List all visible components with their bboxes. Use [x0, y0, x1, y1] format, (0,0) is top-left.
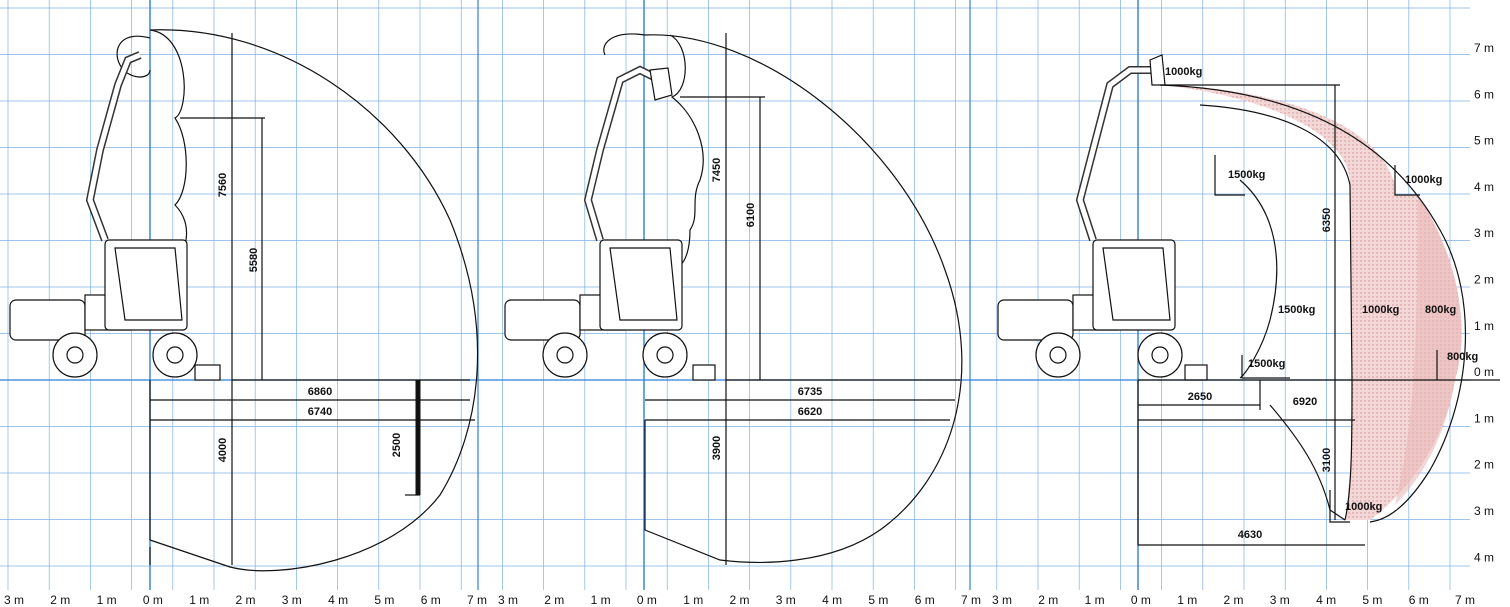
load-mid-right: 800kg	[1425, 304, 1456, 316]
dim-height-mid-1: 5580	[248, 248, 260, 272]
load-right-upper: 1000kg	[1405, 174, 1442, 186]
x-axis-label: 4 m	[328, 593, 348, 607]
dim-depth-side-1: 2500	[391, 433, 403, 457]
x-axis-label: 5 m	[868, 593, 888, 607]
x-axis-label: 3 m	[498, 593, 518, 607]
dim-depth-2: 3900	[711, 436, 723, 460]
x-axis-label: 0 m	[1131, 593, 1151, 607]
y-axis-labels: 7 m 6 m 5 m 4 m 3 m 2 m 1 m 0 m 1 m 2 m 3 m 4 m	[1474, 41, 1494, 564]
x-axis-label: 2 m	[1224, 593, 1244, 607]
x-axis-label: 2 m	[730, 593, 750, 607]
dim-reach-2-1: 6740	[308, 406, 332, 418]
x-axis-label: 0 m	[143, 593, 163, 607]
x-axis-label: 1 m	[591, 593, 611, 607]
x-axis-label: 7 m	[467, 593, 487, 607]
x-axis-label: 1 m	[1085, 593, 1105, 607]
y-axis-label: 5 m	[1474, 134, 1494, 148]
load-ground-left: 1500kg	[1248, 358, 1285, 370]
y-axis-label: 2 m	[1474, 458, 1494, 472]
y-axis-label: 7 m	[1474, 41, 1494, 55]
x-axis-label: 2 m	[236, 593, 256, 607]
excavator-1	[9, 51, 221, 381]
y-axis-label: 6 m	[1474, 87, 1494, 101]
x-axis-label: 7 m	[961, 593, 981, 607]
excavator-3	[997, 54, 1208, 381]
x-axis-label: 0 m	[637, 593, 657, 607]
x-axis-label: 5 m	[1362, 593, 1382, 607]
dim-height-3: 6350	[1321, 208, 1333, 232]
x-axis-label: 3 m	[1270, 593, 1290, 607]
x-axis-label: 6 m	[421, 593, 441, 607]
x-axis-label: 5 m	[374, 593, 394, 607]
load-ground-right: 800kg	[1447, 351, 1478, 363]
dim-reach-2-3: 6920	[1293, 396, 1317, 408]
x-axis-label: 4 m	[822, 593, 842, 607]
load-upper-left: 1500kg	[1228, 169, 1265, 181]
x-axis-label: 2 m	[1038, 593, 1058, 607]
y-axis-label: 4 m	[1474, 550, 1494, 564]
dim-depth-1: 4000	[217, 438, 229, 462]
x-axis-label: 2 m	[50, 593, 70, 607]
panel-1	[9, 29, 479, 572]
dim-reach-1-1: 6860	[308, 386, 332, 398]
dim-height-mid-2: 6100	[745, 203, 757, 227]
zone-800kg	[1395, 195, 1462, 505]
reach-envelope-2	[603, 33, 963, 563]
reach-envelope-1	[116, 29, 479, 572]
load-bottom: 1000kg	[1345, 501, 1382, 513]
x-axis-label: 1 m	[1177, 593, 1197, 607]
panel-3	[997, 54, 1500, 546]
y-axis-label: 3 m	[1474, 226, 1494, 240]
x-axis-label: 7 m	[1455, 593, 1475, 607]
dim-reach-2-2: 6620	[798, 406, 822, 418]
background-grid	[0, 0, 1470, 590]
y-axis-label: 3 m	[1474, 504, 1494, 518]
x-axis-label: 4 m	[1316, 593, 1336, 607]
dim-reach-1-2: 6735	[798, 386, 822, 398]
x-axis-label: 1 m	[189, 593, 209, 607]
y-axis-label: 1 m	[1474, 319, 1494, 333]
load-mid-left: 1500kg	[1278, 304, 1315, 316]
x-axis-label: 1 m	[97, 593, 117, 607]
load-top: 1000kg	[1165, 66, 1202, 78]
y-axis-label: 4 m	[1474, 180, 1494, 194]
x-axis-label: 3 m	[282, 593, 302, 607]
dim-reach-1-3: 2650	[1188, 391, 1212, 403]
dim-height-top-1: 7560	[217, 173, 229, 197]
x-axis-label: 6 m	[915, 593, 935, 607]
y-axis-label: 2 m	[1474, 273, 1494, 287]
dim-height-top-2: 7450	[711, 158, 723, 182]
y-axis-label: 0 m	[1474, 365, 1494, 379]
x-axis-label: 3 m	[4, 593, 24, 607]
x-axis-label: 3 m	[992, 593, 1012, 607]
dim-depth-3: 3100	[1321, 448, 1333, 472]
panel-2	[504, 33, 963, 565]
x-axis-label: 1 m	[683, 593, 703, 607]
x-axis-labels: 3 m 2 m 1 m 0 m 1 m 2 m 3 m 4 m 5 m 6 m 7 m 3 m 2 m 1…	[4, 593, 1475, 607]
zone-1000kg	[1160, 85, 1462, 520]
excavator-2	[504, 65, 716, 381]
x-axis-label: 6 m	[1409, 593, 1429, 607]
load-mid-center: 1000kg	[1362, 304, 1399, 316]
y-axis-label: 1 m	[1474, 411, 1494, 425]
dim-reach-3-3: 4630	[1238, 529, 1262, 541]
x-axis-label: 3 m	[776, 593, 796, 607]
x-axis-label: 2 m	[544, 593, 564, 607]
